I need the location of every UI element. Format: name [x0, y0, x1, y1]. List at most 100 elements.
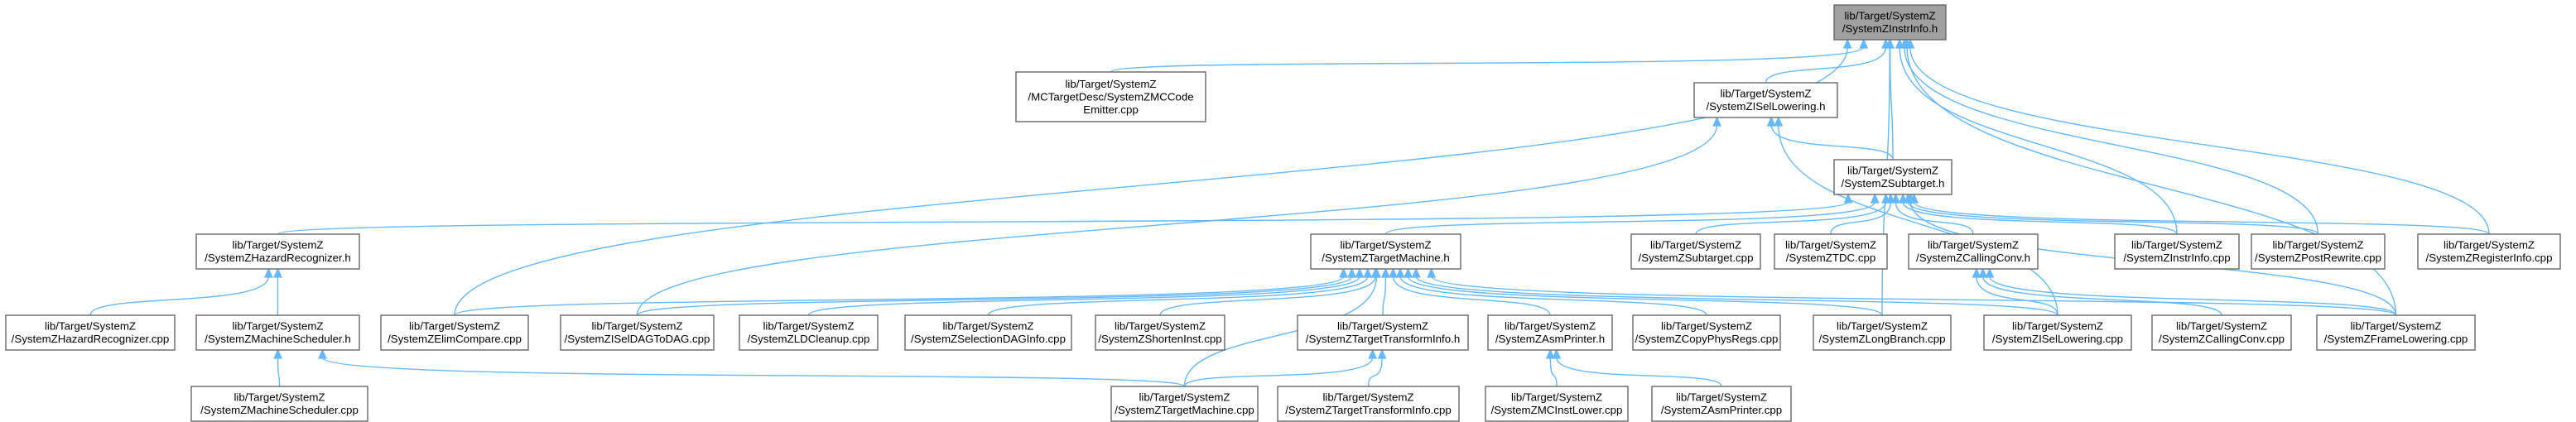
- node-label-line: /SystemZTargetTransformInfo.cpp: [1285, 404, 1452, 416]
- node-box: [195, 314, 360, 351]
- file-node[interactable]: lib/Target/SystemZ/SystemZSubtarget.h: [1833, 159, 1952, 195]
- node-label-line: lib/Target/SystemZ: [1340, 239, 1431, 252]
- dependency-edge: [1404, 267, 1883, 316]
- file-node[interactable]: lib/Target/SystemZ/SystemZSelectionDAGIn…: [904, 314, 1072, 351]
- edge-path: [1549, 357, 1558, 387]
- node-label-line: lib/Target/SystemZ: [1065, 78, 1156, 90]
- node-label-line: /SystemZSubtarget.cpp: [1639, 252, 1754, 264]
- file-node[interactable]: lib/Target/SystemZ/SystemZHazardRecogniz…: [5, 314, 176, 351]
- file-node[interactable]: lib/Target/SystemZ/SystemZSubtarget.cpp: [1630, 233, 1761, 270]
- node-label-line: lib/Target/SystemZ: [1676, 391, 1767, 404]
- file-node[interactable]: lib/Target/SystemZ/MCTargetDesc/SystemZM…: [1015, 71, 1206, 122]
- node-box: [2316, 314, 2476, 351]
- node-label-line: lib/Target/SystemZ: [1650, 239, 1741, 252]
- node-label-line: lib/Target/SystemZ: [409, 320, 500, 333]
- edge-arrowhead: [1978, 267, 1988, 278]
- node-box: [1983, 314, 2132, 351]
- dependency-edge: [273, 348, 283, 387]
- node-label-line: lib/Target/SystemZ: [232, 320, 323, 333]
- file-node[interactable]: lib/Target/SystemZ/SystemZShortenInst.cp…: [1095, 314, 1225, 351]
- file-node[interactable]: lib/Target/SystemZ/SystemZCallingConv.h: [1908, 233, 2039, 270]
- file-node[interactable]: lib/Target/SystemZ/SystemZCallingConv.cp…: [2151, 314, 2292, 351]
- edge-arrowhead: [1347, 267, 1357, 278]
- file-node[interactable]: lib/Target/SystemZ/SystemZMachineSchedul…: [195, 314, 360, 351]
- node-box: [1110, 386, 1259, 422]
- file-node[interactable]: lib/Target/SystemZ/SystemZISelDAGToDAG.c…: [560, 314, 715, 351]
- file-node[interactable]: lib/Target/SystemZ/SystemZCopyPhysRegs.c…: [1632, 314, 1781, 351]
- node-label-line: /SystemZInstrInfo.cpp: [2123, 252, 2230, 264]
- file-node[interactable]: lib/Target/SystemZ/SystemZInstrInfo.cpp: [2114, 233, 2240, 270]
- edge-path: [1765, 46, 1887, 84]
- edge-path: [1415, 276, 2058, 316]
- edge-path: [1110, 46, 1865, 73]
- file-node[interactable]: lib/Target/SystemZ/SystemZISelLowering.c…: [1983, 314, 2132, 351]
- node-label-line: lib/Target/SystemZ: [1139, 391, 1230, 404]
- file-node[interactable]: lib/Target/SystemZ/SystemZTargetMachine.…: [1110, 386, 1259, 422]
- dependency-edge: [987, 267, 1373, 316]
- node-box: [1015, 71, 1206, 122]
- dependency-edge: [636, 116, 1721, 316]
- node-label-line: lib/Target/SystemZ: [1844, 10, 1935, 22]
- node-label-line: /SystemZPostRewrite.cpp: [2255, 252, 2381, 264]
- file-node[interactable]: lib/Target/SystemZ/SystemZHazardRecogniz…: [195, 233, 360, 270]
- dependency-edge: [1395, 267, 1707, 316]
- node-label-line: lib/Target/SystemZ: [2272, 239, 2363, 252]
- edge-arrowhead: [1774, 116, 1784, 127]
- dependency-edge: [636, 267, 1357, 316]
- edge-arrowhead: [1377, 348, 1387, 359]
- edge-arrowhead: [1885, 38, 1895, 49]
- file-node[interactable]: lib/Target/SystemZ/SystemZMachineSchedul…: [190, 386, 368, 422]
- edge-arrowhead: [1404, 267, 1413, 278]
- file-node[interactable]: lib/Target/SystemZ/SystemZLongBranch.cpp: [1813, 314, 1952, 351]
- file-node[interactable]: lib/Target/SystemZ/SystemZLDCleanup.cpp: [739, 314, 879, 351]
- node-label-line: lib/Target/SystemZ: [1115, 320, 1206, 333]
- dependency-edge: [1389, 267, 1551, 316]
- file-node[interactable]: lib/Target/SystemZ/SystemZRegisterInfo.c…: [2417, 233, 2561, 270]
- file-node[interactable]: lib/Target/SystemZ/SystemZTargetTransfor…: [1297, 314, 1469, 351]
- file-node[interactable]: lib/Target/SystemZ/SystemZPostRewrite.cp…: [2251, 233, 2386, 270]
- node-label-line: lib/Target/SystemZ: [1505, 320, 1596, 333]
- node-label-line: /SystemZSelectionDAGInfo.cpp: [911, 333, 1066, 345]
- edge-arrowhead: [1339, 267, 1349, 278]
- edge-arrowhead: [318, 348, 327, 359]
- edge-path: [1382, 276, 1387, 316]
- edge-arrowhead: [1395, 267, 1405, 278]
- file-node[interactable]: lib/Target/SystemZ/SystemZAsmPrinter.h: [1487, 314, 1613, 351]
- node-label-line: lib/Target/SystemZ: [1337, 320, 1428, 333]
- edge-path: [1431, 276, 2397, 316]
- edge-arrowhead: [1389, 267, 1398, 278]
- node-box: [1487, 314, 1613, 351]
- dependency-edge: [1110, 38, 1869, 73]
- edge-arrowhead: [1355, 267, 1365, 278]
- node-box: [1485, 386, 1629, 422]
- file-node[interactable]: lib/Target/SystemZ/SystemZTargetTransfor…: [1277, 386, 1460, 422]
- node-box: [1833, 159, 1952, 195]
- node-label-line: /SystemZFrameLowering.cpp: [2324, 333, 2468, 345]
- edge-arrowhead: [263, 267, 273, 278]
- node-label-line: lib/Target/SystemZ: [591, 320, 682, 333]
- dependency-edge: [1774, 116, 2058, 316]
- edge-path: [1407, 276, 1883, 316]
- dependency-edge: [89, 267, 273, 316]
- node-label-line: /SystemZTargetMachine.cpp: [1115, 404, 1254, 416]
- edge-path: [1770, 124, 1894, 161]
- file-node[interactable]: lib/Target/SystemZ/SystemZTargetMachine.…: [1310, 233, 1461, 270]
- dependency-edge: [1427, 267, 2397, 316]
- node-label-line: /SystemZISelLowering.h: [1706, 100, 1825, 113]
- node-box: [1833, 4, 1947, 41]
- file-node[interactable]: lib/Target/SystemZ/SystemZTDC.cpp: [1774, 233, 1888, 270]
- edge-path: [1695, 201, 1887, 235]
- dependency-edge: [454, 267, 1349, 316]
- dependency-edge: [1411, 267, 2058, 316]
- edge-arrowhead: [273, 348, 283, 359]
- edge-path: [321, 357, 1186, 387]
- edge-arrowhead: [1870, 193, 1880, 204]
- file-node[interactable]: lib/Target/SystemZ/SystemZAsmPrinter.cpp: [1651, 386, 1792, 422]
- node-label-line: lib/Target/SystemZ: [1785, 239, 1876, 252]
- node-box: [1630, 233, 1761, 270]
- file-node[interactable]: lib/Target/SystemZ/SystemZMCInstLower.cp…: [1485, 386, 1629, 422]
- file-node[interactable]: lib/Target/SystemZ/SystemZElimCompare.cp…: [380, 314, 529, 351]
- file-node[interactable]: lib/Target/SystemZ/SystemZFrameLowering.…: [2316, 314, 2476, 351]
- node-box: [739, 314, 879, 351]
- file-node[interactable]: lib/Target/SystemZ/SystemZISelLowering.h: [1693, 82, 1838, 118]
